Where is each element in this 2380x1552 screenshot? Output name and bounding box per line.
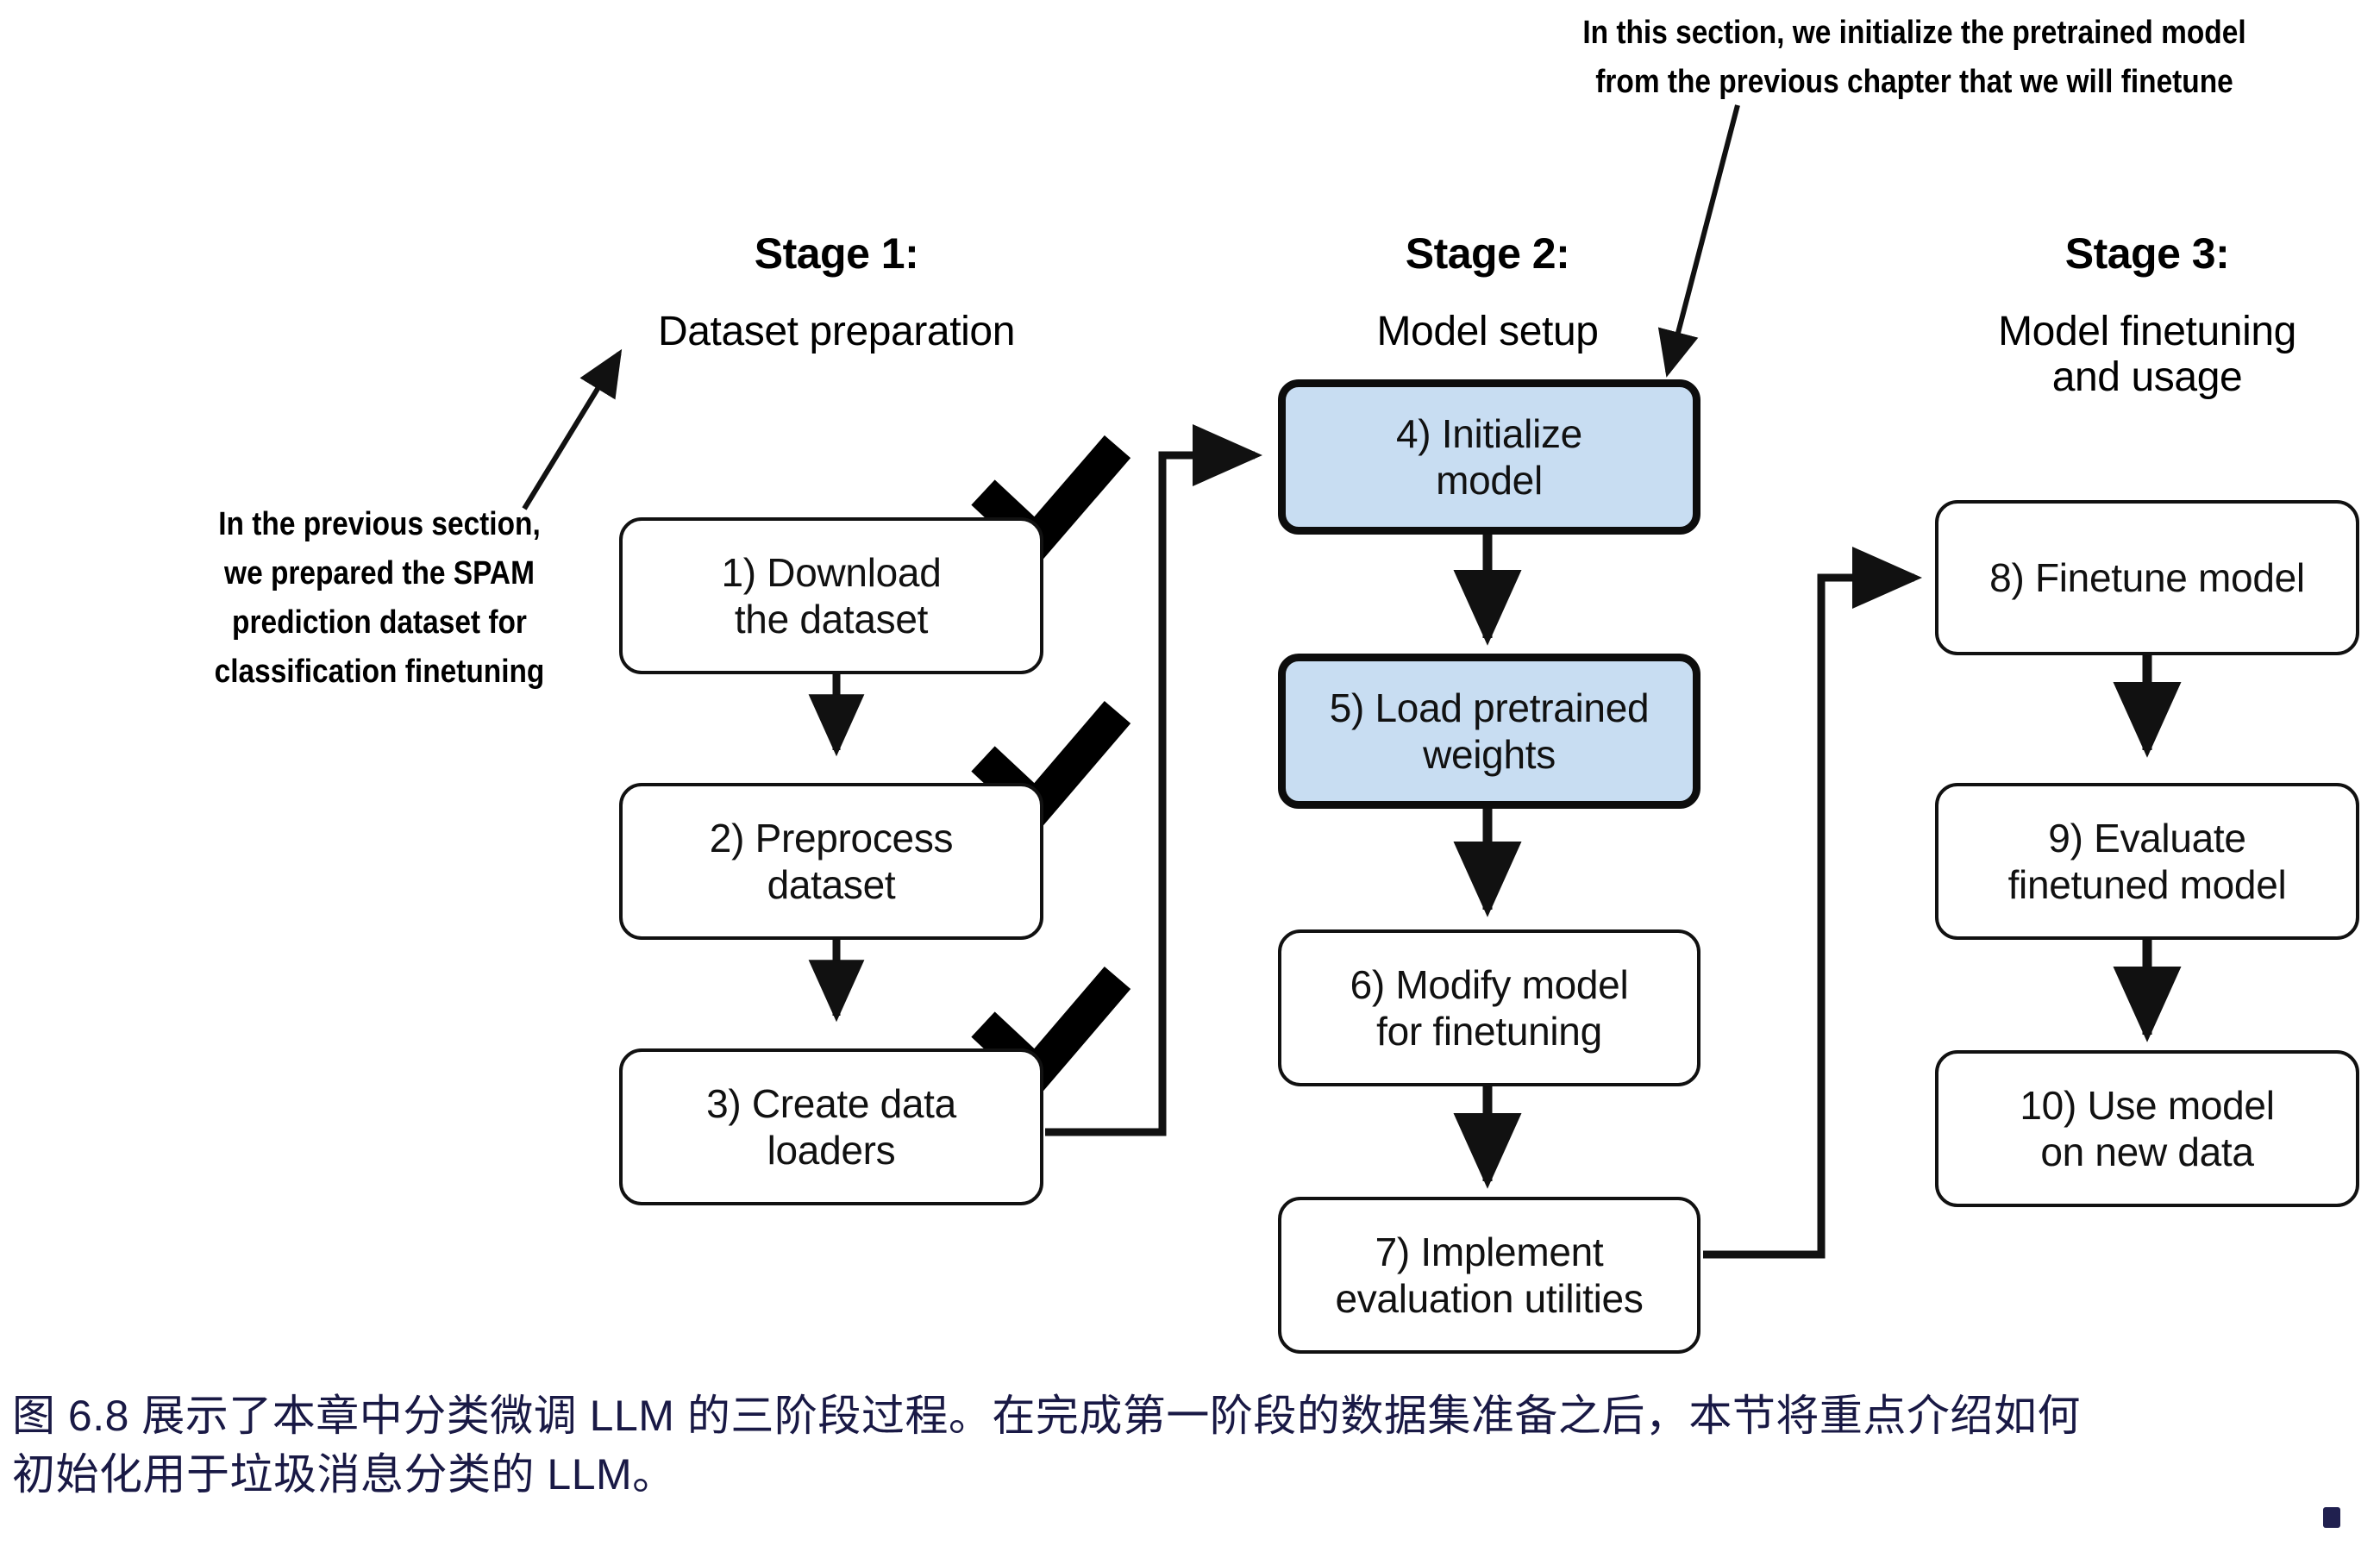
step-7-box[interactable]: 7) Implement evaluation utilities [1278, 1197, 1700, 1354]
step-9-box[interactable]: 9) Evaluate finetuned model [1935, 783, 2359, 940]
stage-1-subtitle: Dataset preparation [658, 308, 1015, 354]
step-1-box[interactable]: 1) Download the dataset [619, 517, 1043, 674]
stage-1-title: Stage 1: [754, 228, 919, 278]
text-cursor-caret [2323, 1507, 2340, 1528]
step-8-box[interactable]: 8) Finetune model [1935, 500, 2359, 655]
step-4-box[interactable]: 4) Initialize model [1278, 379, 1700, 535]
step-3-box[interactable]: 3) Create data loaders [619, 1048, 1043, 1205]
stage-3-heading: Stage 3: Model finetuning and usage [1768, 198, 2380, 416]
stage-2-subtitle: Model setup [1376, 308, 1599, 354]
leader-top-annotation [1657, 104, 1740, 378]
annotation-this-section: In this section, we initialize the pretr… [1582, 15, 2246, 100]
step-6-box[interactable]: 6) Modify model for finetuning [1278, 929, 1700, 1086]
leader-left-annotation [522, 348, 623, 510]
stage-3-title: Stage 3: [2064, 228, 2230, 278]
arrow-step3-to-step4 [1045, 424, 1262, 1136]
stage-2-title: Stage 2: [1405, 228, 1570, 278]
step-10-box[interactable]: 10) Use model on new data [1935, 1050, 2359, 1207]
arrow-step7-to-step8 [1703, 547, 1922, 1259]
stage-1-heading: Stage 1: Dataset preparation [440, 198, 1233, 370]
stage-2-heading: Stage 2: Model setup [1112, 198, 1863, 370]
annotation-previous-section: In the previous section, we prepared the… [214, 506, 545, 690]
step-5-box[interactable]: 5) Load pretrained weights [1278, 654, 1700, 809]
step-2-box[interactable]: 2) Preprocess dataset [619, 783, 1043, 940]
figure-caption: 图 6.8 展示了本章中分类微调 LLM 的三阶段过程。在完成第一阶段的数据集准… [12, 1392, 2081, 1499]
stage-3-subtitle: Model finetuning and usage [1998, 308, 2296, 401]
